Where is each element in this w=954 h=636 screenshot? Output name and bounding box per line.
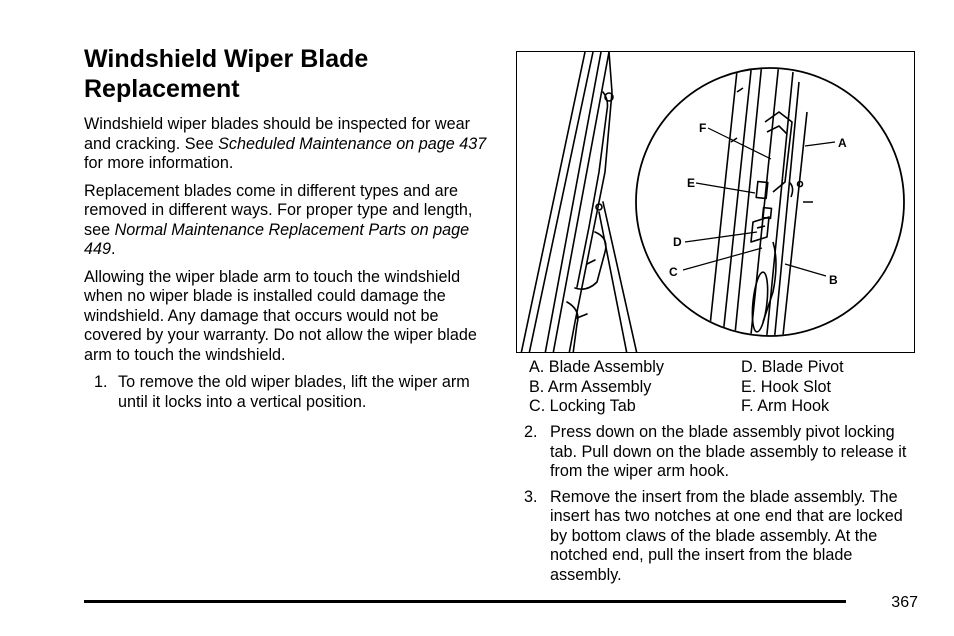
- figure-legend: A. Blade Assembly D. Blade Pivot B. Arm …: [529, 358, 919, 417]
- wiper-illustration: F E D C A B: [520, 52, 905, 352]
- step-number: 1.: [94, 373, 108, 391]
- step-text: Press down on the blade assembly pivot l…: [550, 423, 907, 480]
- label-c: C: [669, 265, 678, 279]
- right-column: 2. Press down on the blade assembly pivo…: [524, 423, 924, 591]
- step-3: 3. Remove the insert from the blade asse…: [524, 488, 924, 586]
- warning-paragraph: Allowing the wiper blade arm to touch th…: [84, 267, 477, 364]
- step-text: Remove the insert from the blade assembl…: [550, 487, 903, 584]
- intro-paragraph-2: Replacement blades come in different typ…: [84, 182, 494, 260]
- intro-text: Windshield wiper blades should be inspec…: [84, 115, 471, 153]
- label-b: B: [829, 273, 838, 287]
- page-number: 367: [891, 594, 918, 611]
- intro-paragraph-1: Windshield wiper blades should be inspec…: [84, 115, 494, 174]
- legend-item: A. Blade Assembly: [529, 358, 664, 376]
- left-column: Windshield wiper blades should be inspec…: [84, 115, 494, 412]
- wiper-blade-diagram: F E D C A B: [516, 51, 915, 353]
- legend-item: E. Hook Slot: [741, 377, 831, 396]
- label-d: D: [673, 235, 682, 249]
- step-number: 3.: [524, 487, 538, 506]
- legend-item: B. Arm Assembly: [529, 377, 652, 396]
- step-1: 1. To remove the old wiper blades, lift …: [84, 373, 494, 412]
- magnified-view: [635, 67, 905, 337]
- intro-text: Replacement blades come in different typ…: [84, 181, 473, 239]
- legend-item: C. Locking Tab: [529, 397, 636, 415]
- page-title: Windshield Wiper Blade Replacement: [84, 45, 369, 103]
- intro-text: .: [111, 240, 116, 258]
- intro-text: for more information.: [84, 154, 234, 172]
- label-a: A: [838, 136, 847, 150]
- footer-rule: [84, 600, 846, 603]
- legend-item: D. Blade Pivot: [741, 358, 844, 376]
- step-text: To remove the old wiper blades, lift the…: [118, 373, 470, 411]
- cross-reference-link: Scheduled Maintenance on page 437: [218, 134, 487, 153]
- step-number: 2.: [524, 423, 538, 441]
- label-e: E: [687, 176, 695, 190]
- legend-item: F. Arm Hook: [741, 397, 830, 415]
- cross-reference-link: Normal Maintenance Replacement Parts on …: [84, 220, 470, 259]
- step-2: 2. Press down on the blade assembly pivo…: [524, 423, 924, 482]
- label-f: F: [699, 121, 706, 135]
